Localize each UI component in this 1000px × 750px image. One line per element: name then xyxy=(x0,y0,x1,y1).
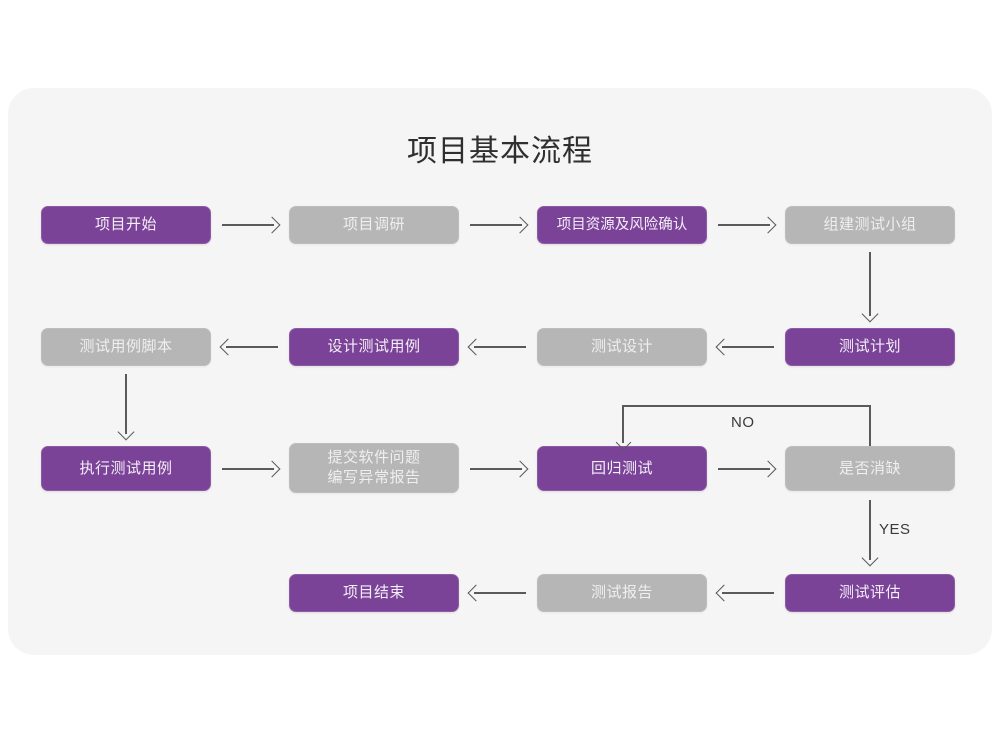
page-title: 项目基本流程 xyxy=(407,135,593,168)
node-regression-test[interactable]: 回归测试 xyxy=(537,446,707,491)
node-resource-risk-confirm[interactable]: 项目资源及风险确认 xyxy=(537,206,707,244)
node-test-report[interactable]: 测试报告 xyxy=(537,574,707,612)
edge-label-yes: YES xyxy=(879,521,911,538)
node-defect-cleared[interactable]: 是否消缺 xyxy=(785,446,955,491)
node-test-plan[interactable]: 测试计划 xyxy=(785,328,955,366)
node-test-evaluation[interactable]: 测试评估 xyxy=(785,574,955,612)
node-testcase-script[interactable]: 测试用例脚本 xyxy=(41,328,211,366)
loop-arrow-head-icon xyxy=(615,434,632,451)
edge-label-no: NO xyxy=(731,414,755,431)
node-project-research[interactable]: 项目调研 xyxy=(289,206,459,244)
flowchart-card xyxy=(8,88,992,655)
node-project-end[interactable]: 项目结束 xyxy=(289,574,459,612)
loop-segment-right-vertical xyxy=(869,405,871,446)
loop-segment-horizontal xyxy=(622,405,871,407)
node-build-test-team[interactable]: 组建测试小组 xyxy=(785,206,955,244)
node-execute-testcase[interactable]: 执行测试用例 xyxy=(41,446,211,491)
edge-no-feedback-loop xyxy=(600,405,900,451)
loop-segment-left-vertical xyxy=(622,405,624,443)
node-project-start[interactable]: 项目开始 xyxy=(41,206,211,244)
node-test-design[interactable]: 测试设计 xyxy=(537,328,707,366)
node-design-testcase[interactable]: 设计测试用例 xyxy=(289,328,459,366)
node-submit-issue-report[interactable]: 提交软件问题 编写异常报告 xyxy=(289,443,459,493)
